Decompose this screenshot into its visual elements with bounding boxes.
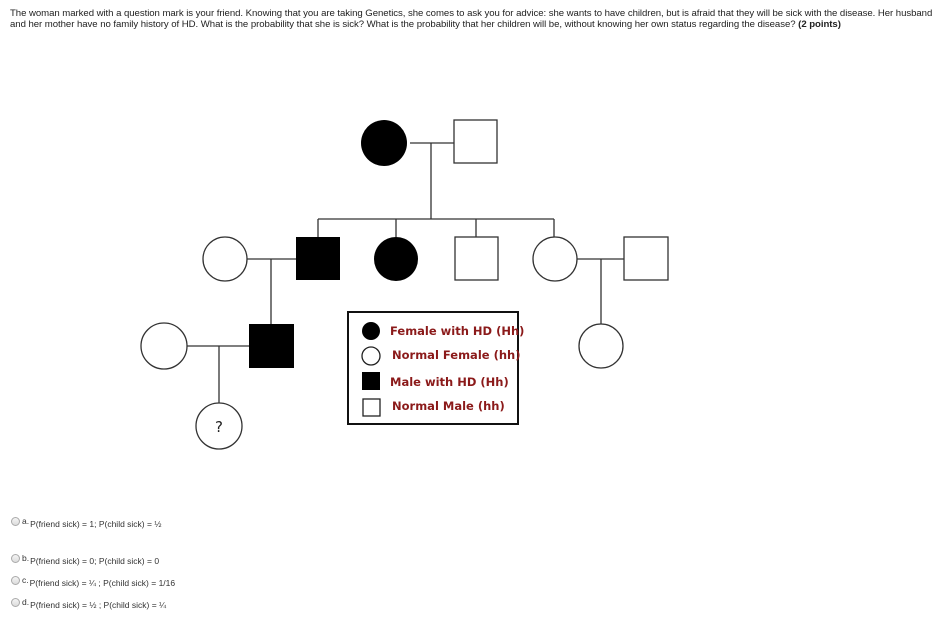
brother-affected-male (249, 324, 294, 368)
friend-unknown-female (195, 402, 243, 450)
option-d-radio[interactable] (11, 597, 20, 607)
option-d-letter: d. (22, 597, 30, 607)
option-b-text: P(friend sick) = 0; P(child sick) = 0 (30, 556, 160, 566)
legend-label-affected-male: Male with HD (Hh) (390, 375, 509, 389)
option-b-letter: b. (22, 553, 30, 563)
uncle-in-law-normal-male (623, 236, 669, 281)
grandmother-affected-female (361, 120, 407, 166)
option-c-text: P(friend sick) = ¼ ; P(child sick) = 1/1… (29, 578, 176, 588)
legend-label-affected-female: Female with HD (Hh) (390, 324, 524, 338)
option-b[interactable]: b. P(friend sick) = 0; P(child sick) = 0 (11, 553, 160, 566)
cousin-normal-female (578, 323, 624, 369)
question-mark-label: ? (215, 418, 223, 436)
legend-open-square-icon (362, 398, 381, 417)
father-affected-male (296, 237, 340, 280)
mother-normal-female (202, 236, 248, 282)
pedigree-legend: Female with HD (Hh) Normal Female (hh) M… (347, 311, 524, 425)
legend-label-normal-female: Normal Female (hh) (392, 348, 520, 362)
option-a-text: P(friend sick) = 1; P(child sick) = ½ (30, 519, 162, 529)
option-c-letter: c. (22, 575, 29, 585)
question-text: The woman marked with a question mark is… (10, 8, 934, 30)
option-c[interactable]: c. P(friend sick) = ¼ ; P(child sick) = … (11, 575, 176, 588)
legend-filled-circle-icon (362, 322, 380, 340)
legend-filled-square-icon (362, 372, 380, 390)
aunt-affected-female (374, 237, 418, 281)
option-b-radio[interactable] (11, 553, 20, 563)
grandfather-normal-male (453, 119, 498, 164)
option-a-letter: a. (22, 516, 30, 526)
aunt-normal-female (532, 236, 578, 282)
legend-open-circle-icon (361, 346, 381, 366)
option-a-radio[interactable] (11, 516, 20, 526)
question-body: The woman marked with a question mark is… (10, 8, 933, 30)
option-c-radio[interactable] (11, 575, 20, 585)
legend-label-normal-male: Normal Male (hh) (392, 399, 505, 413)
question-points: (2 points) (798, 18, 841, 30)
cousin-wife-normal-female (140, 322, 188, 370)
uncle-normal-male (454, 236, 499, 281)
option-a[interactable]: a. P(friend sick) = 1; P(child sick) = ½ (11, 516, 162, 529)
option-d[interactable]: d. P(friend sick) = ½ ; P(child sick) = … (11, 597, 167, 610)
option-d-text: P(friend sick) = ½ ; P(child sick) = ¼ (30, 600, 167, 610)
